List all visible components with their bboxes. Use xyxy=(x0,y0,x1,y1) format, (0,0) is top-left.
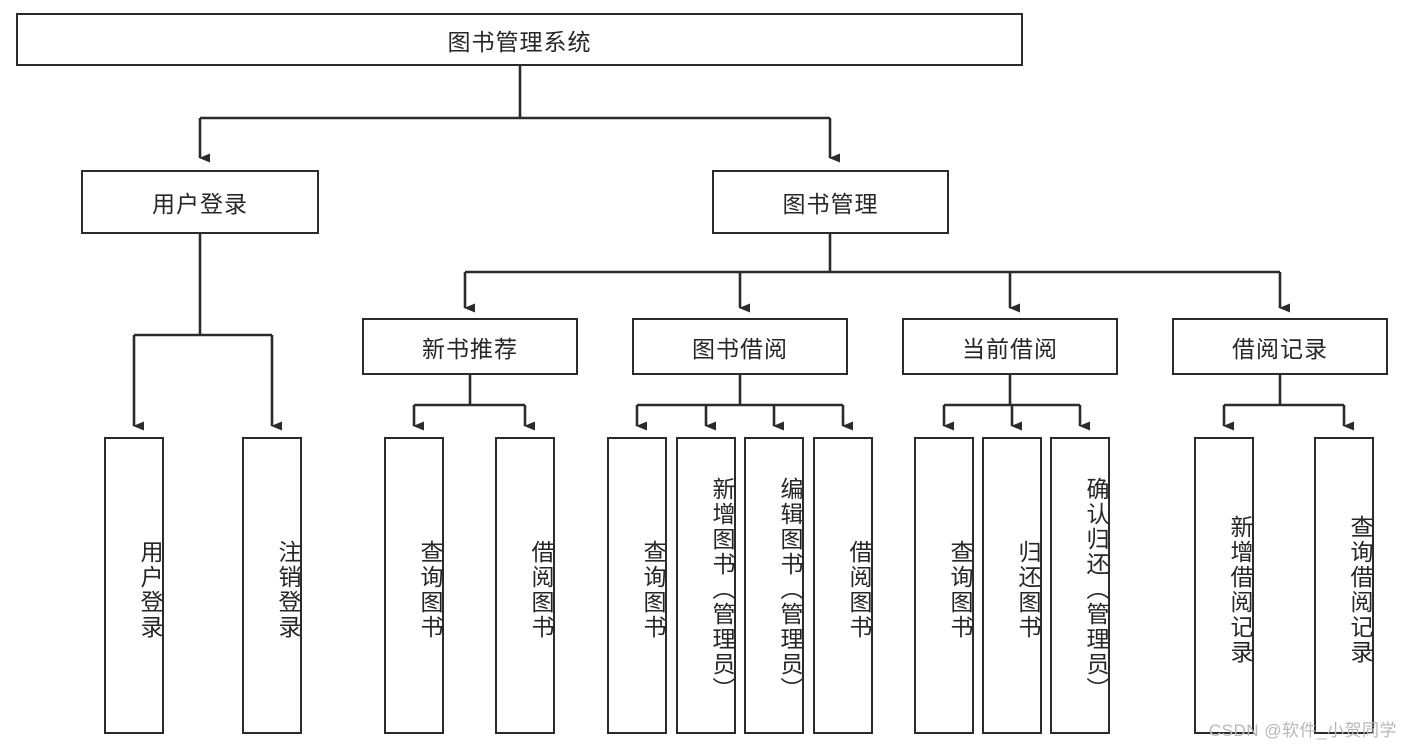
node-current-borrow-label: 当前借阅 xyxy=(962,335,1058,362)
node-leaf-query-book-2[interactable]: 查询图书 xyxy=(607,437,667,734)
node-leaf-user-login[interactable]: 用户登录 xyxy=(104,437,164,734)
node-new-book-recommend[interactable]: 新书推荐 xyxy=(362,318,578,375)
node-user-login-label: 用户登录 xyxy=(152,191,248,217)
node-leaf-logout[interactable]: 注销登录 xyxy=(242,437,302,734)
node-new-book-recommend-label: 新书推荐 xyxy=(422,335,518,362)
node-leaf-add-book[interactable]: 新增图书（管理员） xyxy=(676,437,736,734)
node-book-management-label: 图书管理 xyxy=(782,191,879,217)
node-leaf-query-book-2-label: 查询图书 xyxy=(640,539,666,640)
node-leaf-add-record-label: 新增借阅记录 xyxy=(1227,514,1253,665)
node-leaf-add-record[interactable]: 新增借阅记录 xyxy=(1194,437,1254,734)
node-leaf-add-book-label: 新增图书（管理员） xyxy=(709,477,735,702)
node-leaf-logout-label: 注销登录 xyxy=(275,539,301,640)
node-leaf-borrow-book-2-label: 借阅图书 xyxy=(846,539,872,640)
node-borrow-record-label: 借阅记录 xyxy=(1232,335,1328,362)
node-leaf-confirm-return-label: 确认归还（管理员） xyxy=(1083,477,1109,702)
node-book-management[interactable]: 图书管理 xyxy=(712,170,949,234)
node-leaf-borrow-book-1-label: 借阅图书 xyxy=(528,539,554,640)
node-leaf-borrow-book-1[interactable]: 借阅图书 xyxy=(495,437,555,734)
node-leaf-edit-book[interactable]: 编辑图书（管理员） xyxy=(744,437,804,734)
node-book-borrow[interactable]: 图书借阅 xyxy=(632,318,848,375)
node-borrow-record[interactable]: 借阅记录 xyxy=(1172,318,1388,375)
node-leaf-query-record-label: 查询借阅记录 xyxy=(1347,514,1373,665)
node-leaf-query-record[interactable]: 查询借阅记录 xyxy=(1314,437,1374,734)
node-root[interactable]: 图书管理系统 xyxy=(16,13,1023,66)
node-leaf-borrow-book-2[interactable]: 借阅图书 xyxy=(813,437,873,734)
node-root-label: 图书管理系统 xyxy=(447,28,592,55)
node-leaf-query-book-3[interactable]: 查询图书 xyxy=(914,437,974,734)
node-leaf-confirm-return[interactable]: 确认归还（管理员） xyxy=(1050,437,1110,734)
node-user-login[interactable]: 用户登录 xyxy=(81,170,319,234)
node-leaf-return-book-label: 归还图书 xyxy=(1015,539,1041,640)
node-leaf-return-book[interactable]: 归还图书 xyxy=(982,437,1042,734)
node-leaf-query-book-3-label: 查询图书 xyxy=(947,539,973,640)
node-book-borrow-label: 图书借阅 xyxy=(692,335,788,362)
node-leaf-edit-book-label: 编辑图书（管理员） xyxy=(777,477,803,702)
node-current-borrow[interactable]: 当前借阅 xyxy=(902,318,1118,375)
node-leaf-user-login-label: 用户登录 xyxy=(137,539,163,640)
node-leaf-query-book-1-label: 查询图书 xyxy=(417,539,443,640)
node-leaf-query-book-1[interactable]: 查询图书 xyxy=(384,437,444,734)
